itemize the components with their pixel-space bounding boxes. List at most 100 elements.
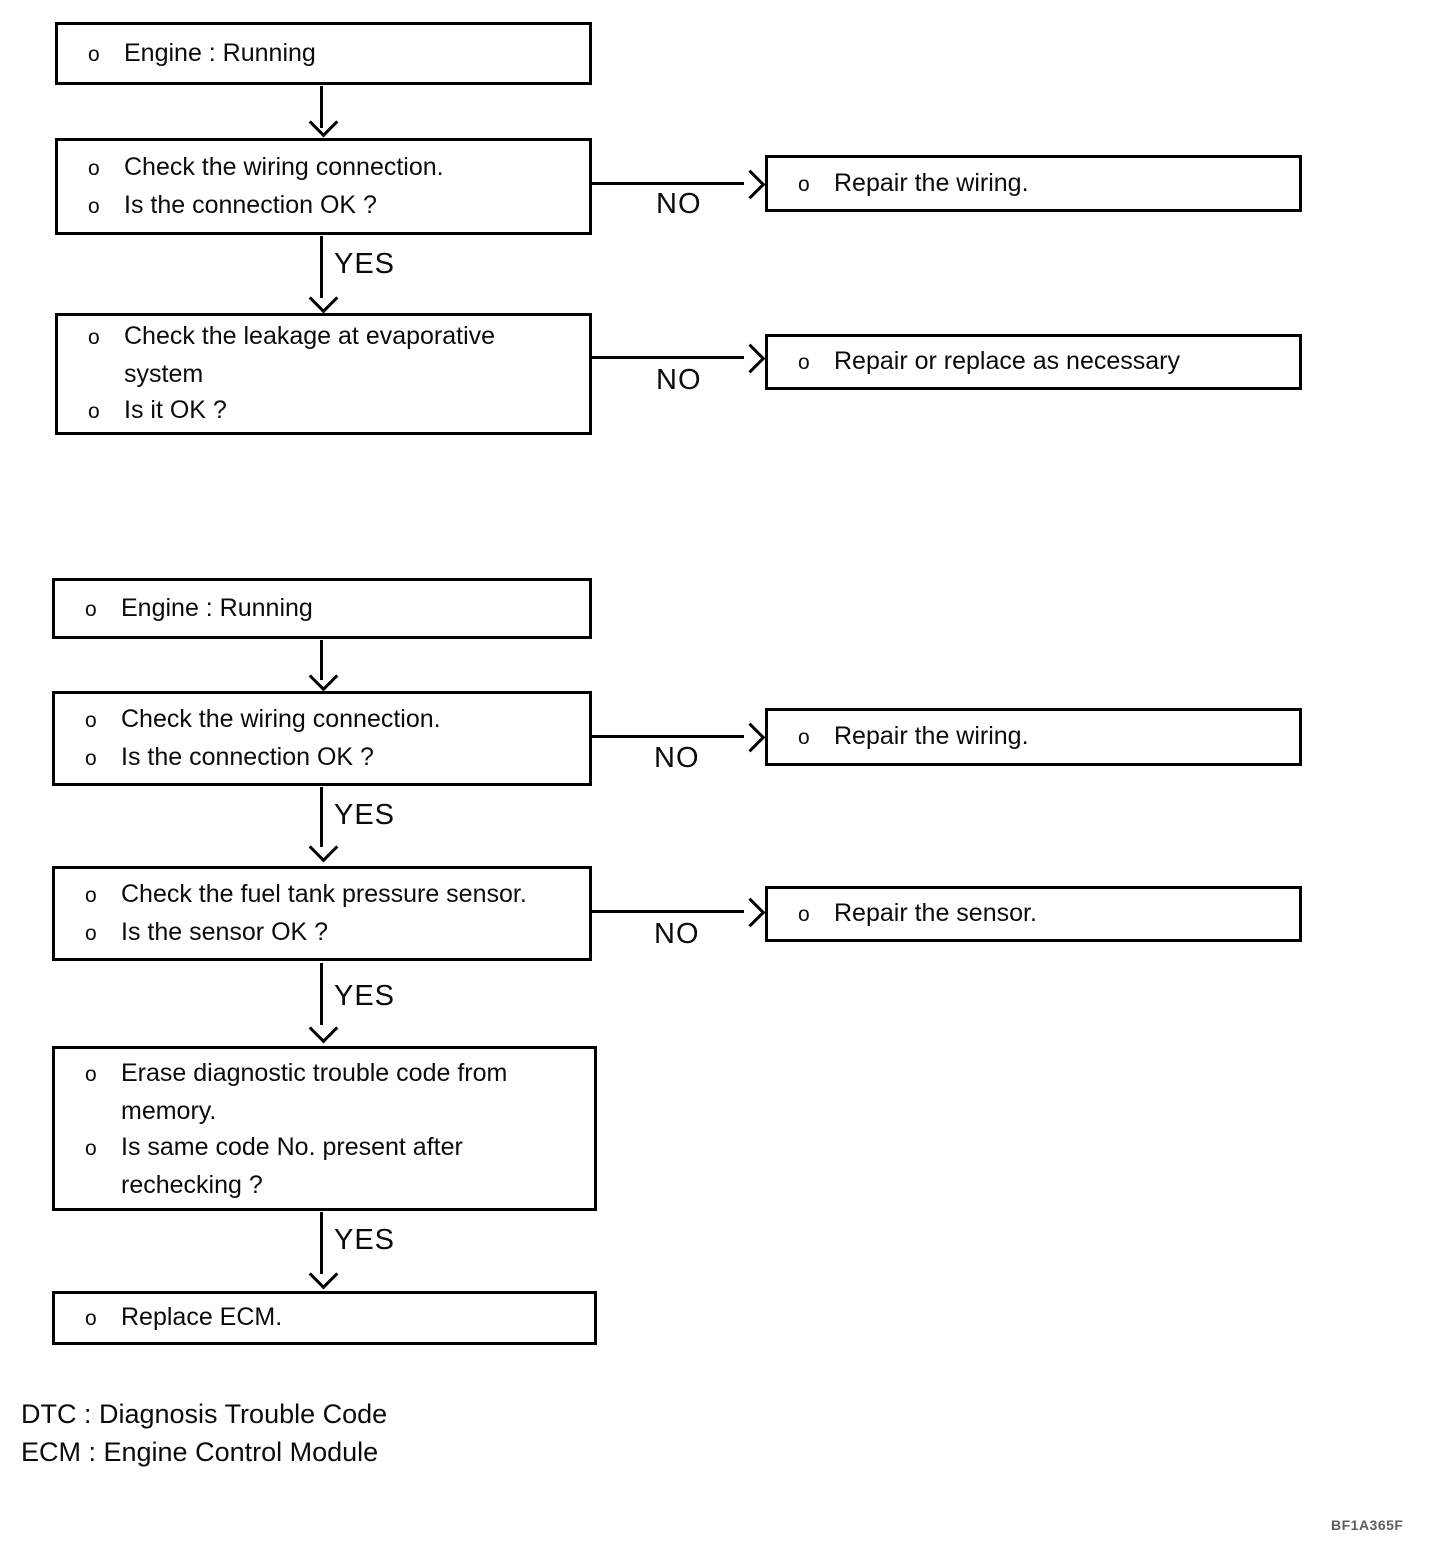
label-no: NO [656,364,702,396]
box-line: o Is the connection OK ? [58,187,589,225]
box-text: Is same code No. present after [121,1132,463,1161]
box-line: o Check the wiring connection. [55,701,589,739]
box-line: o Is the connection OK ? [55,739,589,777]
figure-code: BF1A365F [1331,1517,1404,1533]
bullet-marker: o [85,708,97,732]
box-line: o Check the fuel tank pressure sensor. [55,876,589,914]
box-engine-running-2: o Engine : Running [52,578,592,639]
box-line: o Engine : Running [55,590,589,628]
arrow-down-icon [308,107,339,138]
bullet-marker: o [798,726,810,749]
bullet-marker: o [85,921,97,945]
box-repair-sensor: o Repair the sensor. [765,886,1302,942]
bullet-marker: o [798,903,810,926]
box-line: o Replace ECM. [55,1299,594,1337]
connector-line [592,735,744,738]
box-text: system [124,360,204,388]
box-check-wiring-2: o Check the wiring connection. o Is the … [52,691,592,786]
box-line: o Repair the wiring. [768,165,1299,203]
bullet-marker: o [85,597,97,621]
bullet-marker: o [798,172,810,196]
connector-line [320,963,323,1025]
label-no: NO [654,742,700,774]
label-yes: YES [334,980,396,1012]
connector-line [320,1212,323,1274]
box-line: o Repair or replace as necessary [768,343,1299,381]
arrow-right-icon [735,343,766,374]
box-text: Is the connection OK ? [124,190,377,219]
arrow-right-icon [735,169,766,200]
box-engine-running-1: o Engine : Running [55,22,592,85]
connector-line [592,910,744,913]
box-line: o Is the sensor OK ? [55,914,589,952]
box-text: rechecking ? [121,1170,263,1199]
arrow-down-icon [308,1013,339,1044]
box-text: Repair the wiring. [834,722,1029,750]
bullet-marker: o [798,351,810,374]
box-line: o Repair the sensor. [768,895,1299,933]
box-line: rechecking ? [55,1167,594,1203]
label-yes: YES [334,1224,396,1256]
box-text: Erase diagnostic trouble code from [121,1058,508,1087]
box-text: memory. [121,1096,217,1125]
arrow-right-icon [735,897,766,928]
label-no: NO [654,918,700,950]
box-check-leakage: o Check the leakage at evaporative syste… [55,313,592,435]
connector-line [592,182,744,185]
box-line: o Check the leakage at evaporative [58,318,589,356]
bullet-marker: o [88,42,100,66]
connector-line [320,236,323,298]
box-text: Engine : Running [121,593,313,622]
box-line: o Engine : Running [58,35,589,73]
connector-line [592,356,744,359]
bullet-marker: o [88,400,100,423]
box-text: Repair the wiring. [834,168,1029,197]
box-repair-or-replace: o Repair or replace as necessary [765,334,1302,390]
box-replace-ecm: o Replace ECM. [52,1291,597,1345]
box-text: Engine : Running [124,38,316,67]
box-erase-dtc: o Erase diagnostic trouble code from mem… [52,1046,597,1211]
bullet-marker: o [85,746,97,770]
legend-dtc: DTC : Diagnosis Trouble Code [21,1399,388,1429]
box-text: Is the connection OK ? [121,742,374,771]
arrow-down-icon [308,661,339,692]
connector-line [320,640,323,680]
label-yes: YES [334,248,396,280]
box-line: o Is it OK ? [58,392,589,430]
box-line: o Repair the wiring. [768,718,1299,756]
connector-line [320,787,323,847]
legend-ecm: ECM : Engine Control Module [21,1437,379,1467]
bullet-marker: o [85,1136,97,1160]
box-text: Replace ECM. [121,1303,283,1331]
arrow-down-icon [308,832,339,863]
box-text: Repair the sensor. [834,899,1037,927]
bullet-marker: o [85,1062,97,1086]
box-line: memory. [55,1093,594,1129]
bullet-marker: o [88,326,100,349]
box-text: Is it OK ? [124,396,227,424]
box-repair-wiring-2: o Repair the wiring. [765,708,1302,766]
label-no: NO [656,188,702,220]
box-text: Check the wiring connection. [124,152,444,181]
bullet-marker: o [88,194,100,218]
bullet-marker: o [85,883,97,907]
box-repair-wiring-1: o Repair the wiring. [765,155,1302,212]
box-check-fuel-tank-pressure-sensor: o Check the fuel tank pressure sensor. o… [52,866,592,961]
bullet-marker: o [88,156,100,180]
box-line: system [58,356,589,392]
box-text: Check the leakage at evaporative [124,322,496,350]
label-yes: YES [334,799,396,831]
box-text: Check the fuel tank pressure sensor. [121,879,527,908]
arrow-down-icon [308,283,339,314]
box-check-wiring-1: o Check the wiring connection. o Is the … [55,138,592,235]
box-line: o Check the wiring connection. [58,149,589,187]
bullet-marker: o [85,1307,97,1330]
box-text: Is the sensor OK ? [121,917,329,946]
box-line: o Erase diagnostic trouble code from [55,1055,594,1093]
box-text: Repair or replace as necessary [834,347,1180,375]
box-line: o Is same code No. present after [55,1129,594,1167]
arrow-right-icon [735,722,766,753]
connector-line [320,86,323,128]
box-text: Check the wiring connection. [121,704,441,733]
